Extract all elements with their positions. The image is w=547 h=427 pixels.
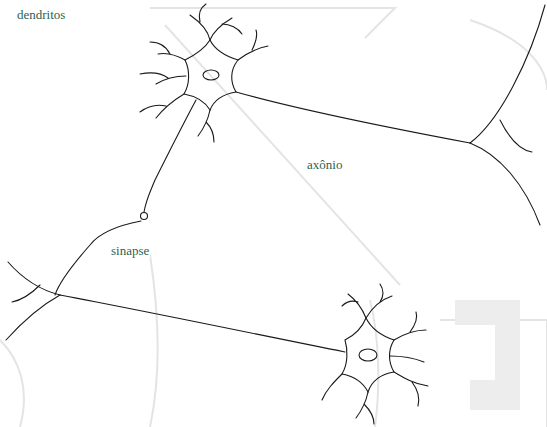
dendrite: [238, 30, 268, 60]
nucleus: [203, 70, 219, 80]
cell-body: [342, 318, 394, 392]
dendrites-label: dendritos: [16, 8, 66, 22]
axon-terminal: [470, 143, 540, 225]
dendrite: [198, 110, 214, 142]
dendrite: [150, 42, 185, 60]
axon-terminal: [500, 120, 532, 152]
axon: [236, 92, 470, 143]
dendrite: [322, 374, 342, 400]
watermark: [0, 8, 547, 427]
nucleus: [359, 349, 377, 361]
dendrite: [394, 312, 426, 340]
synapse-label: sinapse: [110, 244, 150, 258]
axon: [60, 295, 345, 352]
synapse-knob: [141, 213, 148, 220]
dendrite: [144, 100, 196, 212]
axon-terminal: [12, 285, 40, 302]
dendrite: [210, 18, 242, 40]
dendrite: [394, 372, 428, 406]
dendrite: [356, 392, 374, 424]
dendrite: [366, 284, 392, 318]
cell-body: [184, 40, 238, 110]
axon-terminal: [470, 5, 545, 143]
dendrite: [342, 294, 366, 318]
axon-label: axônio: [306, 158, 343, 172]
dendrite: [140, 73, 186, 84]
dendrite: [190, 4, 210, 40]
dendrite: [390, 356, 424, 362]
watermark-letter: [455, 300, 520, 410]
dendrite: [140, 94, 184, 118]
